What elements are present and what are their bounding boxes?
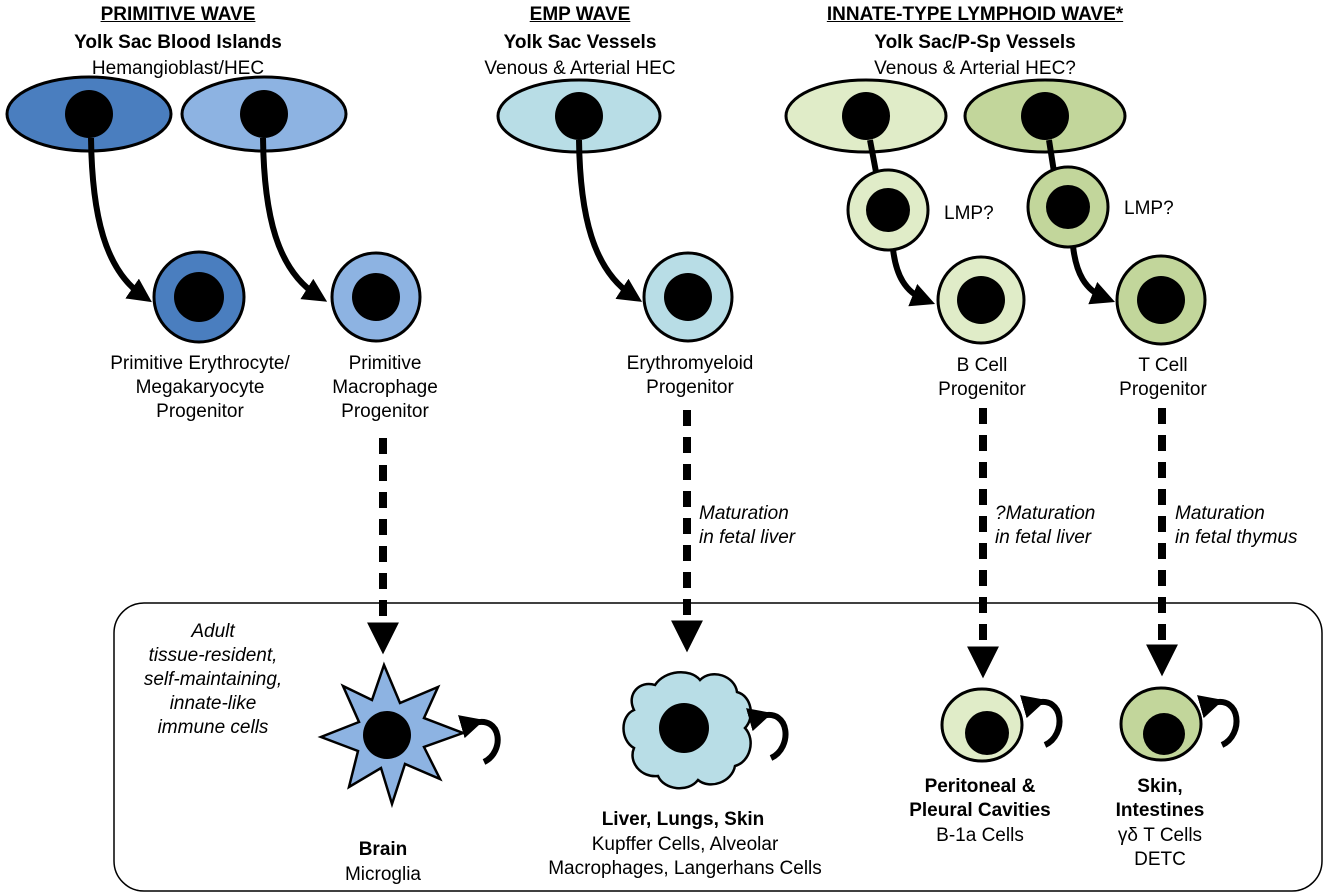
primitive-origin: Hemangioblast/HEC	[28, 57, 328, 81]
b1a-cells-label: B-1a Cells	[900, 824, 1060, 848]
nucleus	[65, 90, 113, 138]
brain-tissue-label: Brain	[333, 838, 433, 862]
lymphoid-site: Yolk Sac/P-Sp Vessels	[830, 31, 1120, 55]
lmp-cell-t	[1028, 167, 1108, 247]
emp-maturation-label: Maturation in fetal liver	[699, 502, 859, 550]
nucleus	[352, 273, 400, 321]
microglia-cell	[321, 665, 463, 804]
lymphoid-origin: Venous & Arterial HEC?	[830, 57, 1120, 81]
nucleus	[1143, 713, 1185, 755]
b1a-cell	[942, 689, 1022, 761]
nucleus	[1046, 185, 1090, 229]
arrow-to-emp	[579, 140, 633, 296]
nucleus	[866, 188, 910, 232]
nucleus	[842, 92, 890, 140]
gd-t-cell	[1121, 688, 1201, 760]
t-maturation-label: Maturation in fetal thymus	[1175, 502, 1325, 550]
arrow-to-mac-progenitor	[263, 138, 318, 296]
t-cell-progenitor-cell	[1117, 256, 1205, 344]
emp-cells-label: Kupffer Cells, Alveolar Macrophages, Lan…	[525, 833, 845, 881]
nucleus	[664, 273, 712, 321]
arrow-to-b-progenitor	[893, 249, 925, 300]
self-renewal-arrow-gd-t	[1213, 702, 1237, 745]
emp-progenitor-label: Erythromyeloid Progenitor	[600, 352, 780, 400]
adult-box-label: Adult tissue-resident, self-maintaining,…	[128, 620, 298, 740]
primitive-mac-progenitor-label: Primitive Macrophage Progenitor	[315, 352, 455, 424]
b-cell-progenitor-cell	[938, 257, 1024, 343]
nucleus	[240, 90, 288, 138]
lmp-label-t: LMP?	[1124, 197, 1194, 221]
primitive-erythrocyte-progenitor-cell	[154, 252, 244, 342]
nucleus	[555, 92, 603, 140]
nucleus	[659, 703, 709, 753]
nucleus	[957, 276, 1005, 324]
gd-t-cells-label: γδ T Cells DETC	[1100, 824, 1220, 872]
t-tissue-label: Skin, Intestines	[1100, 775, 1220, 823]
b-maturation-label: ?Maturation in fetal liver	[995, 502, 1145, 550]
lymphoid-wave-title: INNATE-TYPE LYMPHOID WAVE*	[800, 3, 1150, 27]
microglia-label: Microglia	[323, 863, 443, 887]
primitive-wave-title: PRIMITIVE WAVE	[48, 3, 308, 27]
lymphoid-hec-cell-b	[786, 80, 946, 152]
self-renewal-arrow-b1a	[1036, 702, 1060, 745]
erythromyeloid-progenitor-cell	[644, 253, 732, 341]
nucleus	[174, 272, 224, 322]
arrow-to-ery-progenitor	[91, 138, 143, 296]
emp-wave-title: EMP WAVE	[480, 3, 680, 27]
self-renewal-arrow-brain	[474, 722, 498, 762]
b-tissue-label: Peritoneal & Pleural Cavities	[890, 775, 1070, 823]
tissue-macrophage-cell	[624, 672, 751, 788]
nucleus	[363, 711, 411, 759]
emp-site: Yolk Sac Vessels	[460, 31, 700, 55]
t-progenitor-label: T Cell Progenitor	[1093, 354, 1233, 402]
nucleus	[1137, 276, 1185, 324]
lmp-cell-b	[848, 170, 928, 250]
lmp-label-b: LMP?	[944, 202, 1014, 226]
b-progenitor-label: B Cell Progenitor	[912, 354, 1052, 402]
nucleus	[1021, 92, 1069, 140]
primitive-ery-progenitor-label: Primitive Erythrocyte/ Megakaryocyte Pro…	[90, 352, 310, 424]
primitive-macrophage-progenitor-cell	[332, 253, 420, 341]
nucleus	[965, 711, 1009, 755]
emp-tissue-label: Liver, Lungs, Skin	[578, 808, 788, 832]
arrow-to-t-progenitor	[1073, 246, 1105, 298]
primitive-site: Yolk Sac Blood Islands	[28, 31, 328, 55]
emp-origin: Venous & Arterial HEC	[460, 57, 700, 81]
self-renewal-arrow-liver	[762, 715, 786, 758]
lymphoid-hec-cell-t	[965, 80, 1125, 152]
